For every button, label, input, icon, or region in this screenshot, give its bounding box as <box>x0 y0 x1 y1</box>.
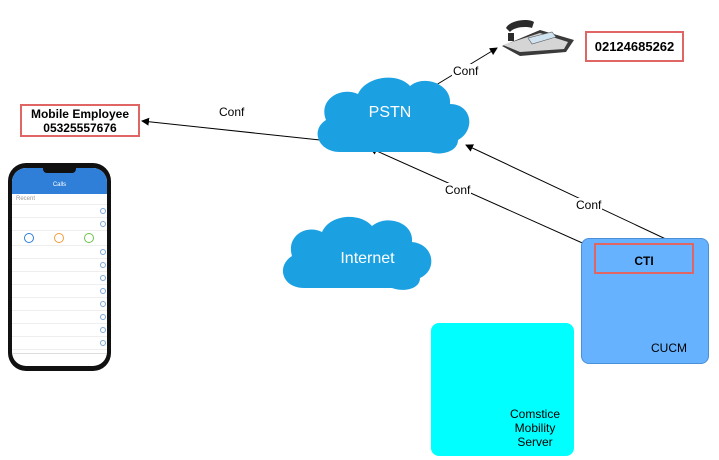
edge-label-conf-server: Conf <box>444 183 472 197</box>
comstice-label-line1: Comstice <box>509 407 560 421</box>
screen-tabbar <box>12 353 107 366</box>
screen-row <box>12 272 107 285</box>
edge-server-to-pstn <box>369 147 599 251</box>
mobile-employee-title: Mobile Employee <box>30 107 130 121</box>
screen-row <box>12 205 107 218</box>
edge-pstn-to-mobile <box>141 117 321 141</box>
screen-action-icons <box>12 231 107 246</box>
pstn-label: PSTN <box>368 104 412 121</box>
smartphone-image: Calls Recent <box>8 163 111 371</box>
desk-phone-number: 02124685262 <box>585 31 684 62</box>
screen-row <box>12 218 107 231</box>
internet-label: Internet <box>340 250 395 267</box>
screen-row <box>12 246 107 259</box>
edge-label-conf-cti: Conf <box>575 198 603 212</box>
smartphone-screen: Calls Recent <box>12 168 107 366</box>
phone-notch <box>43 168 76 173</box>
mobile-employee-label: Mobile Employee 05325557676 <box>20 104 140 137</box>
cucm-node: CUCM <box>581 238 709 364</box>
screen-row <box>12 285 107 298</box>
screen-row <box>12 259 107 272</box>
comstice-mobility-server-node: Comstice Mobility Server <box>431 323 574 456</box>
screen-row <box>12 311 107 324</box>
screen-row <box>12 337 107 350</box>
pstn-cloud <box>317 77 470 154</box>
screen-row <box>12 324 107 337</box>
comstice-label-line2: Mobility <box>514 421 556 435</box>
internet-cloud <box>282 216 432 290</box>
cti-label: CTI <box>634 254 654 268</box>
comstice-label: Comstice Mobility Server <box>505 407 565 449</box>
cti-node: CTI <box>594 243 694 274</box>
comstice-label-line3: Server <box>517 435 553 449</box>
screen-row <box>12 298 107 311</box>
edge-label-conf-mobile: Conf <box>218 105 246 119</box>
screen-recent-label: Recent <box>12 194 107 205</box>
edge-cti-to-pstn <box>465 144 671 242</box>
screen-title: Calls <box>52 182 67 188</box>
desk-phone-icon <box>502 20 574 56</box>
mobile-employee-number: 05325557676 <box>43 121 117 135</box>
cucm-label: CUCM <box>651 341 687 355</box>
edge-label-conf-desk: Conf <box>452 64 480 78</box>
